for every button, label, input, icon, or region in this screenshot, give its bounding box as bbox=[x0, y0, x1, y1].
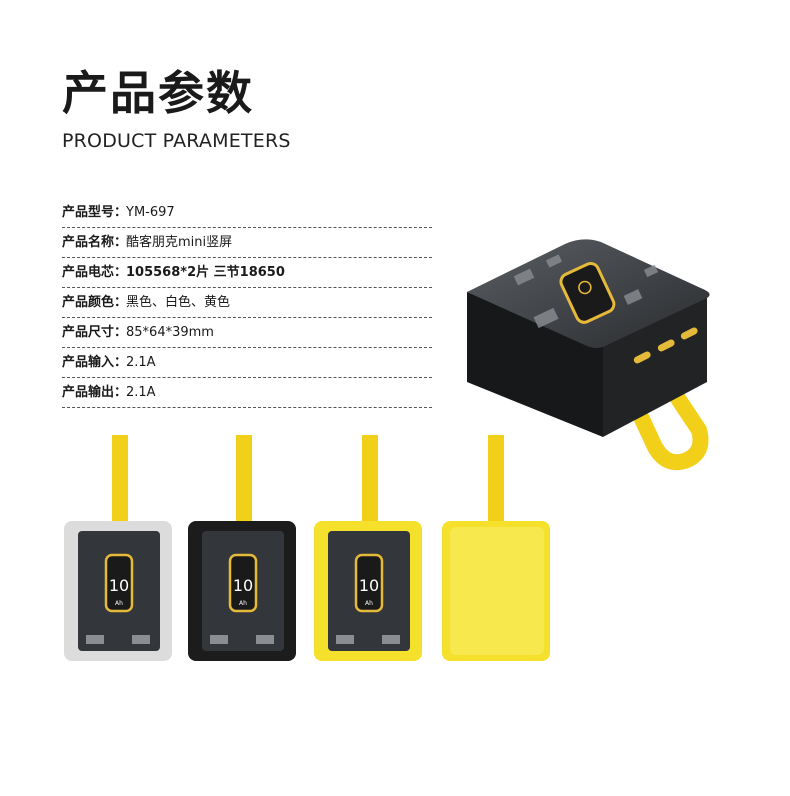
param-value: 黑色、白色、黄色 bbox=[126, 295, 231, 310]
param-row-cell: 产品电芯： 105568*2片 三节18650 bbox=[62, 258, 432, 288]
product-yellow-clear: 10 Ah bbox=[314, 435, 422, 661]
param-label: 产品电芯： bbox=[62, 265, 128, 280]
param-label: 产品型号： bbox=[62, 205, 128, 220]
param-value: YM-697 bbox=[126, 205, 175, 220]
page-subtitle: PRODUCT PARAMETERS bbox=[62, 130, 291, 152]
param-value: 酷客朋克mini竖屏 bbox=[126, 235, 233, 250]
hero-product-photo bbox=[467, 239, 710, 471]
param-label: 产品尺寸： bbox=[62, 325, 128, 340]
param-row-model: 产品型号： YM-697 bbox=[62, 198, 432, 228]
param-label: 产品颜色： bbox=[62, 295, 128, 310]
param-value: 2.1A bbox=[126, 355, 156, 370]
param-row-name: 产品名称： 酷客朋克mini竖屏 bbox=[62, 228, 432, 258]
parameter-list: 产品型号： YM-697 产品名称： 酷客朋克mini竖屏 产品电芯： 1055… bbox=[62, 198, 432, 408]
display-unit: Ah bbox=[115, 600, 123, 607]
product-clear: 10 Ah bbox=[64, 435, 172, 661]
param-label: 产品名称： bbox=[62, 235, 128, 250]
display-digits: 10 bbox=[109, 576, 129, 595]
product-black: 10 Ah bbox=[188, 435, 296, 661]
display-digits: 10 bbox=[359, 576, 379, 595]
param-label: 产品输入： bbox=[62, 355, 128, 370]
param-row-color: 产品颜色： 黑色、白色、黄色 bbox=[62, 288, 432, 318]
display-digits: 10 bbox=[233, 576, 253, 595]
param-row-output: 产品输出： 2.1A bbox=[62, 378, 432, 408]
product-yellow-solid bbox=[442, 435, 550, 661]
param-value: 2.1A bbox=[126, 385, 156, 400]
param-label: 产品输出： bbox=[62, 385, 128, 400]
param-row-size: 产品尺寸： 85*64*39mm bbox=[62, 318, 432, 348]
param-value: 85*64*39mm bbox=[126, 325, 214, 340]
display-unit: Ah bbox=[365, 600, 373, 607]
param-value: 105568*2片 三节18650 bbox=[126, 265, 285, 280]
page-title: 产品参数 bbox=[62, 66, 254, 120]
param-row-input: 产品输入： 2.1A bbox=[62, 348, 432, 378]
display-unit: Ah bbox=[239, 600, 247, 607]
